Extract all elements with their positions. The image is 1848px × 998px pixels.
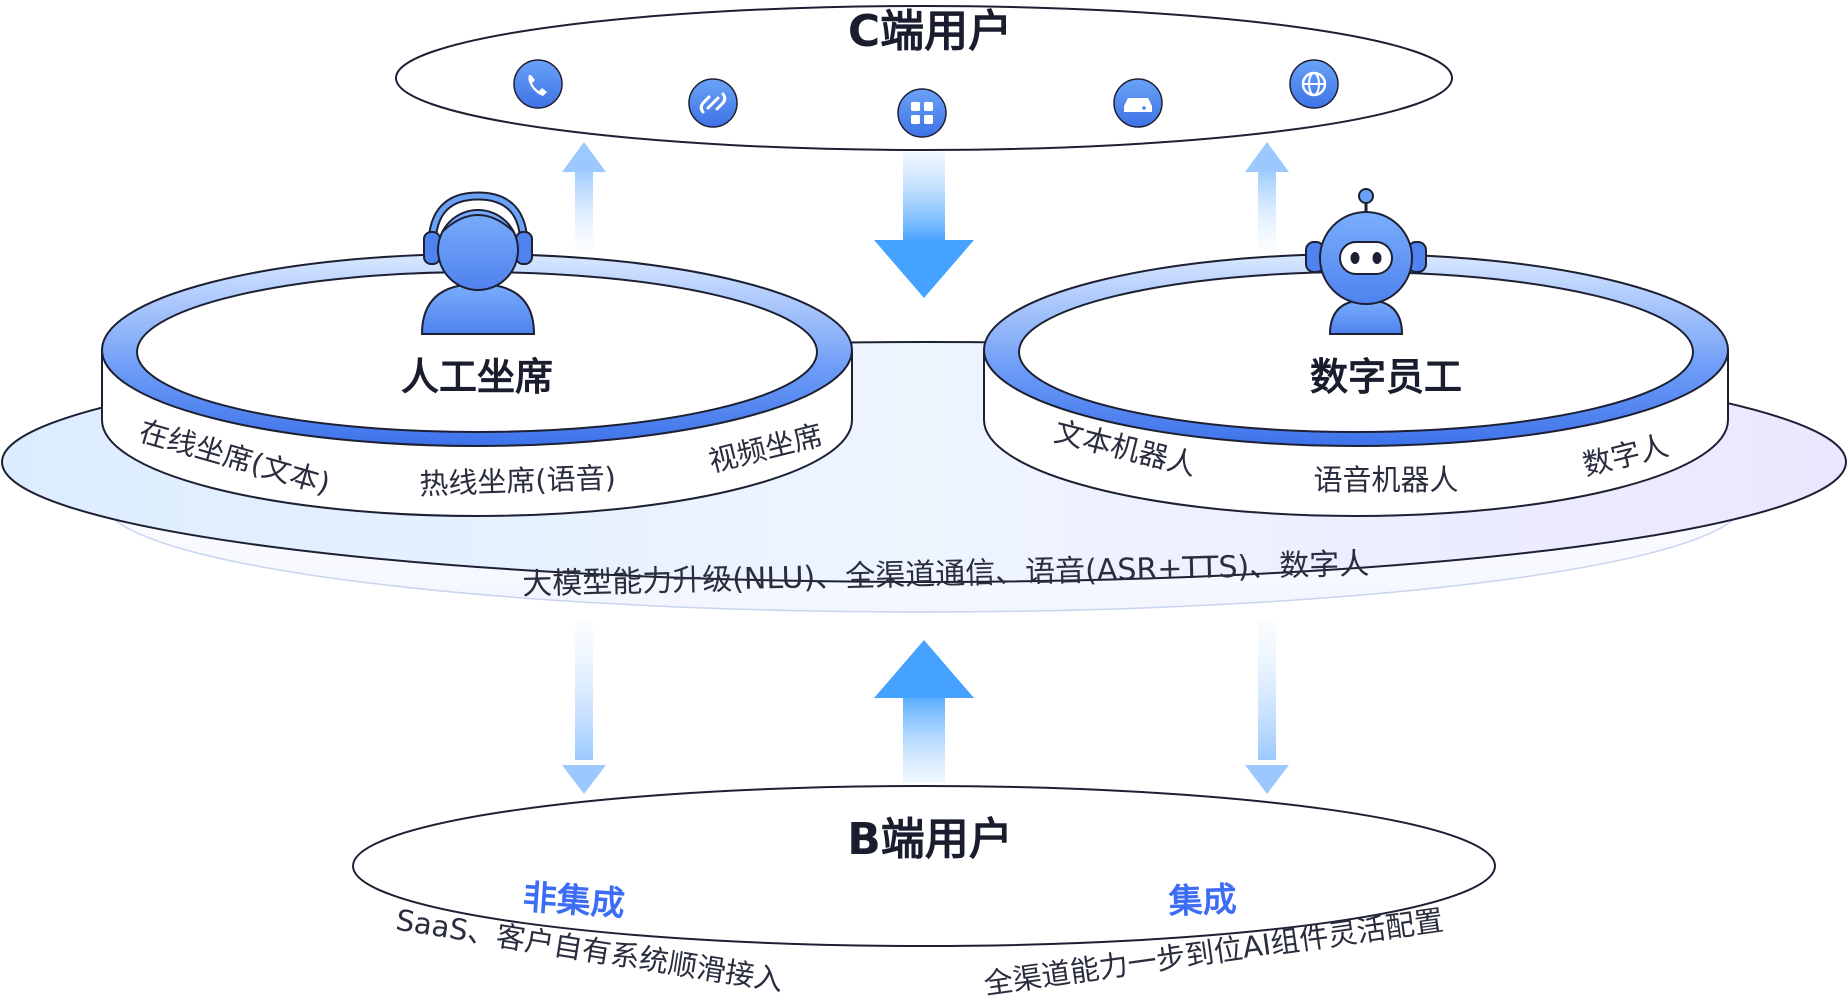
arrow-up-left (562, 142, 606, 250)
left-disk-title: 人工坐席 (401, 355, 553, 399)
top-ring: C端用户 (395, 5, 1453, 151)
arrow-down-right (1245, 620, 1289, 794)
non-integrated-tag: 非集成 (521, 878, 626, 925)
top-ring-title: C端用户 (848, 6, 1012, 57)
bottom-ring-title: B端用户 (847, 814, 1013, 865)
integrated-tag: 集成 (1167, 880, 1237, 922)
arrow-down-center (874, 152, 974, 298)
left-disk: 人工坐席 在线坐席(文本) 热线坐席(语音) 视频坐席 (101, 191, 853, 517)
robot-icon (1305, 188, 1427, 335)
right-disk-title: 数字员工 (1310, 355, 1462, 399)
arrow-up-right (1245, 142, 1289, 250)
arrow-down-left (562, 620, 606, 794)
bottom-ring: B端用户 非集成 集成 SaaS、客户自有系统顺滑接入 全渠道能力一步到位AI组… (352, 785, 1496, 998)
right-disk: 数字员工 文本机器人 语音机器人 数字人 (983, 188, 1729, 517)
router-icon[interactable] (1113, 78, 1163, 128)
phone-icon[interactable] (513, 59, 563, 109)
left-disk-item: 热线坐席(语音) (419, 461, 617, 502)
apps-grid-icon[interactable] (897, 88, 947, 138)
link-icon[interactable] (688, 78, 738, 128)
right-disk-item: 语音机器人 (1313, 463, 1458, 497)
agent-headset-icon (420, 191, 536, 335)
globe-icon[interactable] (1289, 59, 1339, 109)
arrow-up-center (874, 640, 974, 782)
